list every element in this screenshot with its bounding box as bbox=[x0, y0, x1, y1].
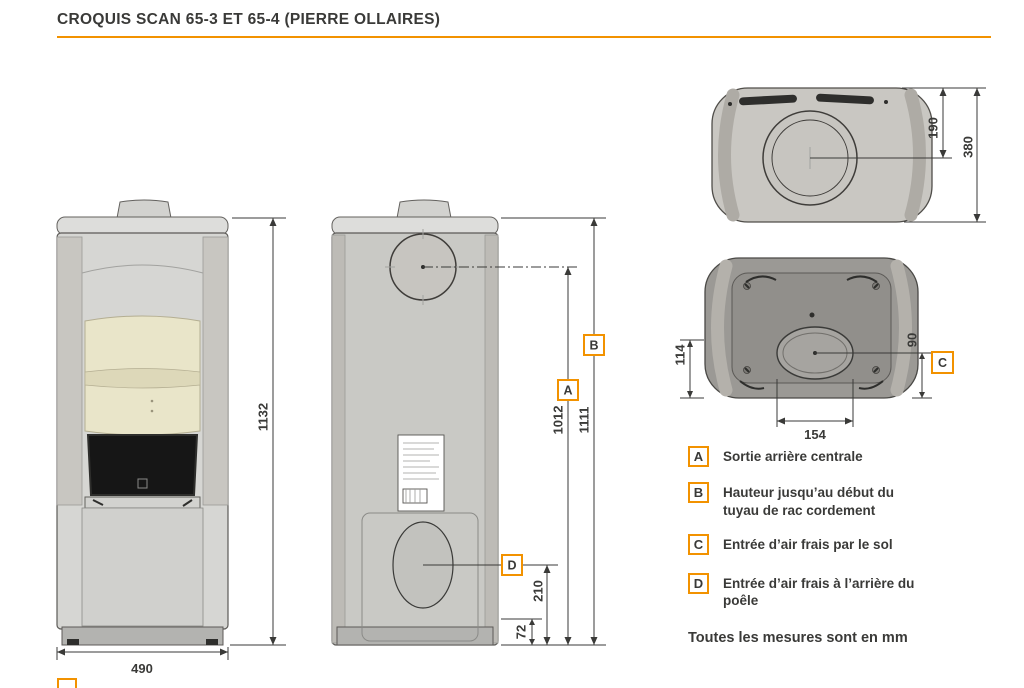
front-view-drawing: 1132 490 bbox=[56, 199, 286, 676]
dim-rear-height-b: 1111 bbox=[576, 407, 591, 434]
legend-item-d: D Entrée d’air frais à l’arrière du poêl… bbox=[688, 572, 1022, 611]
top-plate bbox=[331, 216, 499, 236]
dim-bottom-width: 154 bbox=[804, 427, 826, 442]
bracket-top-left bbox=[745, 275, 777, 283]
legend-text-c: Entrée d’air frais par le sol bbox=[723, 536, 893, 552]
top-plate bbox=[56, 216, 229, 236]
soapstone-side-left bbox=[718, 88, 740, 222]
svg-text:A: A bbox=[563, 384, 572, 398]
legend-item-a: A Sortie arrière centrale bbox=[688, 446, 1022, 467]
rear-view-drawing: 1012 1111 210 72 A B D bbox=[331, 199, 606, 646]
chimney-pipe bbox=[116, 199, 172, 219]
dim-front-width-group: 490 bbox=[56, 647, 229, 676]
glass-door bbox=[86, 434, 199, 496]
dim-rear-air-height: 210 bbox=[530, 580, 545, 602]
soapstone-side-right bbox=[904, 88, 926, 222]
legend-item-c: C Entrée d’air frais par le sol bbox=[688, 533, 1022, 555]
label-box-a: A bbox=[557, 379, 579, 401]
side-panel-left bbox=[56, 236, 83, 506]
plinth bbox=[61, 626, 224, 646]
top-view-drawing: 190 380 bbox=[711, 87, 986, 223]
dim-rear-height-a: 1012 bbox=[550, 406, 565, 435]
label-box-d: D bbox=[501, 554, 523, 576]
svg-text:C: C bbox=[938, 356, 947, 370]
soapstone-side-right bbox=[890, 259, 912, 397]
dim-rear-air-bottom: 72 bbox=[513, 625, 528, 639]
bottom-view-stove bbox=[704, 257, 919, 399]
door-handle-lip bbox=[84, 496, 201, 509]
soapstone-side-left bbox=[711, 259, 733, 397]
legend-item-b: B Hauteur jusqu’au début du tuyau de rac… bbox=[688, 482, 1022, 520]
rear-access-panel bbox=[361, 512, 479, 642]
rear-dimensions: 1012 1111 210 72 A B D bbox=[423, 217, 606, 646]
base-panel bbox=[81, 507, 204, 627]
top-dimensions: 190 380 bbox=[810, 87, 986, 223]
stone-front bbox=[84, 315, 201, 436]
legend-text-b: Hauteur jusqu’au début du tuyau de rac c… bbox=[723, 485, 894, 518]
svg-text:B: B bbox=[589, 339, 598, 353]
bracket-bottom-right bbox=[858, 380, 884, 390]
dim-top-flue-offset: 190 bbox=[925, 117, 940, 139]
rear-stove bbox=[331, 199, 499, 646]
center-point bbox=[809, 312, 815, 318]
bracket-top-right bbox=[846, 275, 878, 283]
bracket-bottom-left bbox=[739, 380, 765, 390]
legend-text-d: Entrée d’air frais à l’arrière du poêle bbox=[723, 575, 915, 609]
dim-front-height-group: 1132 bbox=[230, 217, 286, 646]
page-footer-marker bbox=[57, 678, 77, 688]
side-panel-right bbox=[202, 236, 229, 506]
plinth bbox=[336, 626, 494, 646]
side-edge-right bbox=[484, 234, 499, 644]
legend-note: Toutes les mesures sont en mm bbox=[688, 630, 908, 647]
bottom-view-drawing: 114 90 C 154 bbox=[672, 257, 954, 442]
chimney-pipe bbox=[396, 199, 452, 219]
label-box-b: B bbox=[583, 334, 605, 356]
title-accent-rule bbox=[57, 36, 991, 38]
page-title: CROQUIS SCAN 65-3 ET 65-4 (PIERRE OLLAIR… bbox=[57, 11, 441, 28]
dim-top-depth: 380 bbox=[960, 136, 975, 158]
top-vent-slot-right bbox=[816, 93, 874, 105]
dim-bottom-left: 114 bbox=[672, 344, 687, 366]
top-view-stove bbox=[711, 87, 933, 223]
svg-text:D: D bbox=[507, 559, 516, 573]
legend-box-d: D bbox=[688, 572, 709, 594]
legend-box-c: C bbox=[688, 533, 709, 555]
side-edge-left bbox=[331, 234, 346, 644]
top-arch-line bbox=[81, 264, 204, 274]
foot-right bbox=[206, 639, 218, 645]
legend-box-b: B bbox=[688, 482, 709, 503]
dim-front-height: 1132 bbox=[255, 403, 270, 431]
dim-bottom-right: 90 bbox=[904, 333, 919, 347]
bottom-dimensions: 114 90 C 154 bbox=[672, 333, 954, 442]
rating-plate bbox=[397, 434, 445, 512]
screws bbox=[743, 282, 880, 374]
label-box-c: C bbox=[931, 351, 954, 374]
top-vent-slot-left bbox=[739, 94, 797, 106]
foot-left bbox=[67, 639, 79, 645]
front-stove bbox=[56, 199, 229, 646]
legend-box-a: A bbox=[688, 446, 709, 467]
dim-front-width: 490 bbox=[131, 661, 153, 676]
legend-text-a: Sortie arrière centrale bbox=[723, 449, 863, 464]
legend: A Sortie arrière centrale B Hauteur jusq… bbox=[688, 446, 1022, 646]
